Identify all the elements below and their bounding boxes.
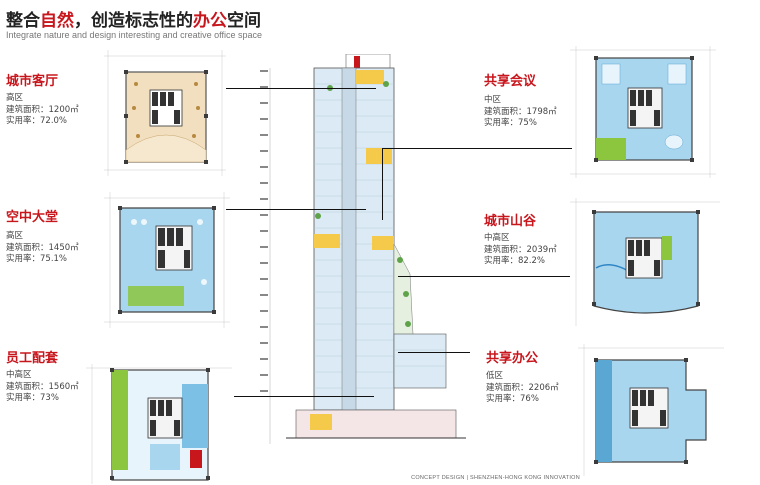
leader-shared-meeting-drop [382, 148, 383, 220]
zone-title-city-valley: 城市山谷 [484, 214, 537, 229]
floor-plan-shared-office [578, 344, 724, 476]
zone-title-sky-lobby: 空中大堂 [6, 210, 59, 225]
floor-plan-city-valley [570, 198, 720, 326]
leader-staff [234, 396, 374, 397]
footer-project: CONCEPT DESIGN | SHENZHEN-HONG KONG INNO… [411, 475, 580, 481]
tower-section-diagram [260, 54, 466, 444]
page-subtitle: Integrate nature and design interesting … [6, 30, 263, 40]
leader-shared-office [398, 352, 470, 353]
zone-title-city-lobby: 城市客厅 [6, 74, 59, 89]
zone-title-staff: 员工配套 [6, 351, 59, 366]
zone-title-shared-office: 共享办公 [486, 351, 539, 366]
leader-sky-lobby [226, 209, 366, 210]
floor-plan-staff [86, 364, 232, 484]
zone-title-shared-meeting: 共享会议 [484, 74, 537, 89]
leader-city-lobby [226, 88, 376, 89]
page-title: 整合自然，创造标志性的办公空间 [6, 11, 261, 31]
floor-plan-sky-lobby [104, 192, 230, 328]
leader-city-valley [398, 276, 570, 277]
floor-plan-shared-meeting [570, 46, 716, 178]
leader-shared-meeting [382, 148, 572, 149]
floor-plan-city-lobby [104, 50, 226, 176]
